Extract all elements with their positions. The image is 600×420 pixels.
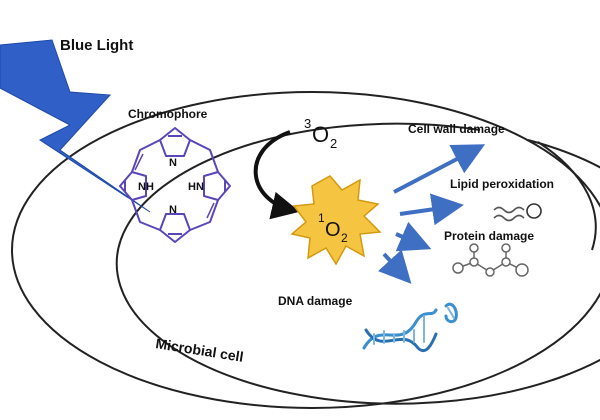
singlet-oxygen-symbol: O (325, 219, 341, 241)
molecule-n-bottom: N (169, 204, 177, 216)
singlet-oxygen-subscript: 2 (341, 231, 348, 245)
cell-membrane (11, 91, 600, 409)
dna-damage-label: DNA damage (278, 294, 353, 308)
blue-light-label: Blue Light (60, 37, 133, 54)
molecule-nh-label: NH (138, 181, 154, 193)
triplet-oxygen-subscript: 2 (330, 136, 337, 151)
arrow-protein (395, 221, 432, 252)
arrow-dna (377, 249, 412, 284)
triplet-oxygen-superscript: 3 (304, 116, 311, 131)
triplet-oxygen: 3 O 2 (304, 116, 337, 151)
microbial-cell-label: Microbial cell (155, 335, 245, 365)
lightning-bolt-icon (0, 39, 151, 213)
molecule-n-top: N (169, 157, 177, 169)
protein-chain-icon (452, 243, 529, 277)
outer-membrane (11, 91, 600, 409)
singlet-oxygen-superscript: 1 (318, 211, 325, 225)
singlet-oxygen: 1 O 2 (318, 211, 348, 245)
triplet-oxygen-symbol: O (312, 122, 329, 147)
inner-membrane (115, 122, 600, 405)
inner-membrane-segment (537, 141, 597, 251)
protein-damage-label: Protein damage (444, 229, 534, 243)
dna-helix-icon (362, 302, 458, 353)
cell-wall-damage-label: Cell wall damage (408, 122, 505, 136)
molecule-hn-label: HN (188, 181, 204, 193)
lipid-peroxidation-label: Lipid peroxidation (450, 177, 554, 191)
chromophore-label: Chromophore (128, 107, 208, 121)
excitation-arrow (253, 130, 300, 220)
lipid-icon (493, 203, 542, 222)
arrow-cell-wall (393, 144, 486, 194)
damage-arrows (377, 144, 486, 284)
arrow-lipid (399, 193, 464, 226)
starburst-icon (290, 175, 382, 266)
membrane-gap (519, 120, 533, 132)
porphyrin-molecule-icon (119, 127, 231, 243)
